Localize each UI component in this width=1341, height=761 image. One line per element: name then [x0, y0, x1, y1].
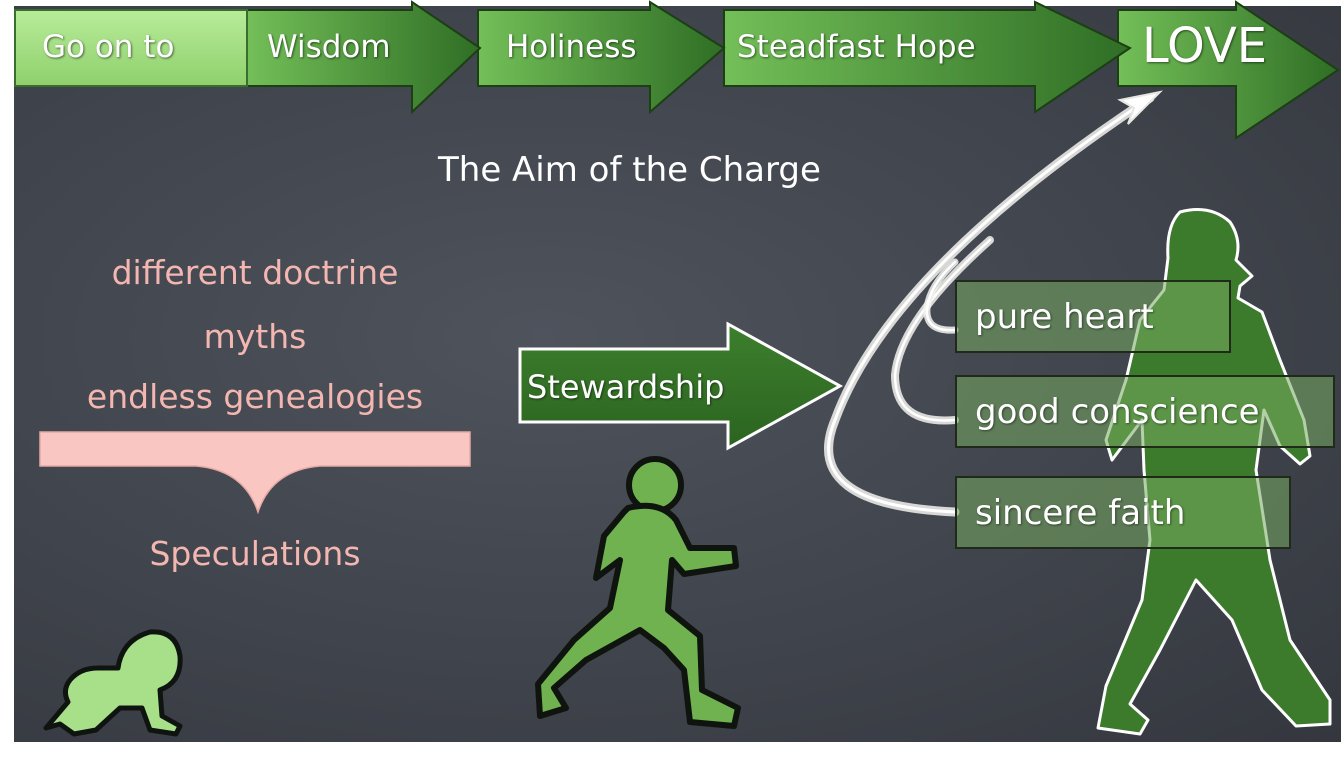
- speculation-item: different doctrine: [111, 253, 399, 292]
- go-on-to-box: [14, 9, 248, 87]
- source-box-good-conscience: good conscience: [955, 375, 1335, 448]
- wisdom-arrow: [246, 0, 482, 115]
- chalk-arrow-icon: [1117, 90, 1164, 125]
- crawling-baby-icon: [43, 629, 183, 737]
- goal-love-label: LOVE: [1142, 18, 1268, 74]
- source-box-sincere-faith: sincere faith: [955, 476, 1291, 549]
- go-on-to-label: Go on to: [42, 29, 175, 65]
- steadfast-hope-arrow: [723, 0, 1133, 114]
- source-box-pure-heart: pure heart: [955, 280, 1231, 353]
- love-arrow: [1117, 0, 1340, 140]
- stewardship-label: Stewardship: [527, 368, 725, 406]
- step-steadfast-hope-label: Steadfast Hope: [737, 29, 976, 65]
- step-holiness-label: Holiness: [506, 29, 637, 65]
- aim-title: The Aim of the Charge: [438, 150, 821, 190]
- speculation-item: endless genealogies: [86, 377, 424, 416]
- step-wisdom-label: Wisdom: [267, 29, 391, 65]
- speculation-item: myths: [203, 317, 307, 356]
- source-label: sincere faith: [975, 492, 1186, 533]
- brace: [39, 431, 471, 515]
- source-label: good conscience: [975, 391, 1260, 432]
- speculations-summary: Speculations: [149, 534, 361, 573]
- running-child-icon: [535, 456, 741, 729]
- stewardship-arrow: [518, 321, 844, 451]
- source-label: pure heart: [975, 296, 1154, 337]
- progression-ribbon: [14, 0, 1340, 140]
- holiness-arrow: [477, 0, 726, 115]
- chalk-curves: [824, 93, 1155, 517]
